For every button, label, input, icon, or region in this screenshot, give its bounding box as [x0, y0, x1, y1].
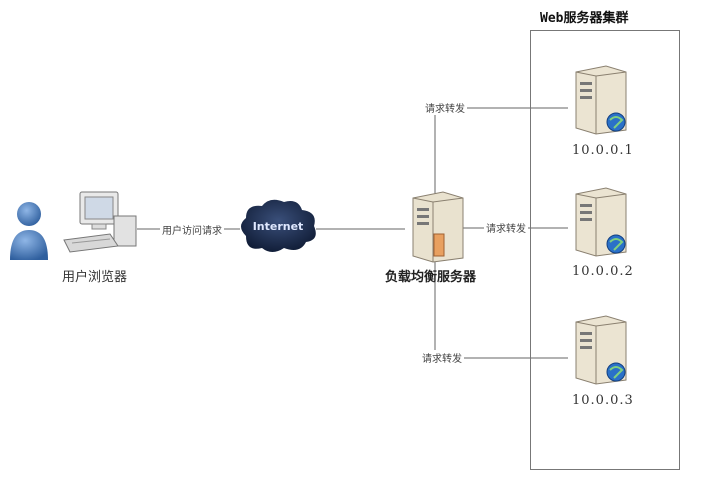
internet-label: Internet [252, 220, 304, 233]
web-server-2-icon [575, 187, 627, 257]
load-balancer-server-icon [412, 191, 464, 263]
cluster-title: Web服务器集群 [540, 11, 629, 26]
computer-icon [63, 191, 137, 253]
user-person-icon [10, 202, 48, 260]
server-ip-3: 10.0.0.3 [572, 393, 634, 408]
user-request-label: 用户访问请求 [160, 222, 224, 237]
web-server-1-icon [575, 65, 627, 135]
internet-cloud-icon [241, 199, 316, 252]
forward-label-2: 请求转发 [484, 220, 528, 235]
web-cluster-box [530, 30, 680, 470]
web-server-3-icon [575, 315, 627, 385]
server-ip-1: 10.0.0.1 [572, 143, 634, 158]
forward-label-3: 请求转发 [420, 350, 464, 365]
user-browser-label: 用户浏览器 [62, 270, 128, 285]
forward-label-1: 请求转发 [423, 100, 467, 115]
load-balancer-label: 负载均衡服务器 [385, 270, 477, 285]
server-ip-2: 10.0.0.2 [572, 264, 634, 279]
